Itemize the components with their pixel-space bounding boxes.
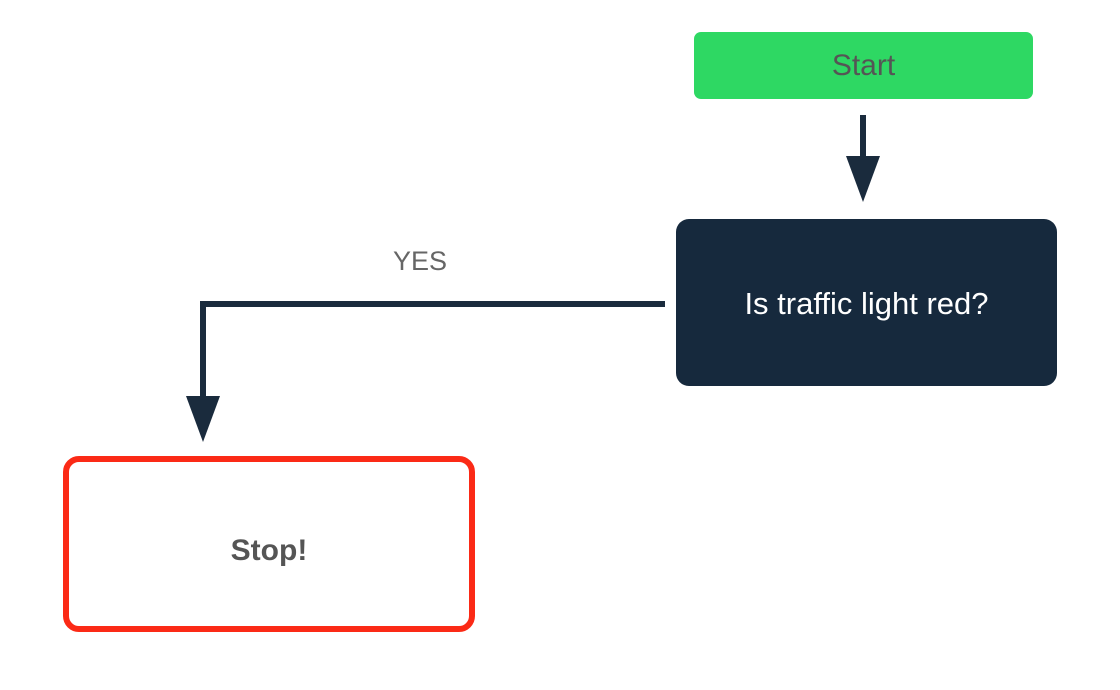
connector-start-to-decision-arrowhead-icon: [846, 156, 880, 202]
node-decision[interactable]: Is traffic light red?: [676, 219, 1057, 386]
connector-start-to-decision-shaft: [860, 115, 866, 165]
connector-decision-to-stop-arrowhead-icon: [186, 396, 220, 442]
node-decision-label: Is traffic light red?: [744, 286, 989, 321]
connector-decision-to-stop-vertical: [200, 301, 206, 403]
node-stop[interactable]: Stop!: [63, 456, 475, 632]
connector-decision-to-stop-horizontal: [203, 301, 665, 307]
node-stop-label: Stop!: [230, 534, 308, 567]
node-start[interactable]: Start: [694, 32, 1033, 99]
edge-label-yes: YES: [393, 246, 448, 276]
node-start-label: Start: [831, 49, 896, 82]
